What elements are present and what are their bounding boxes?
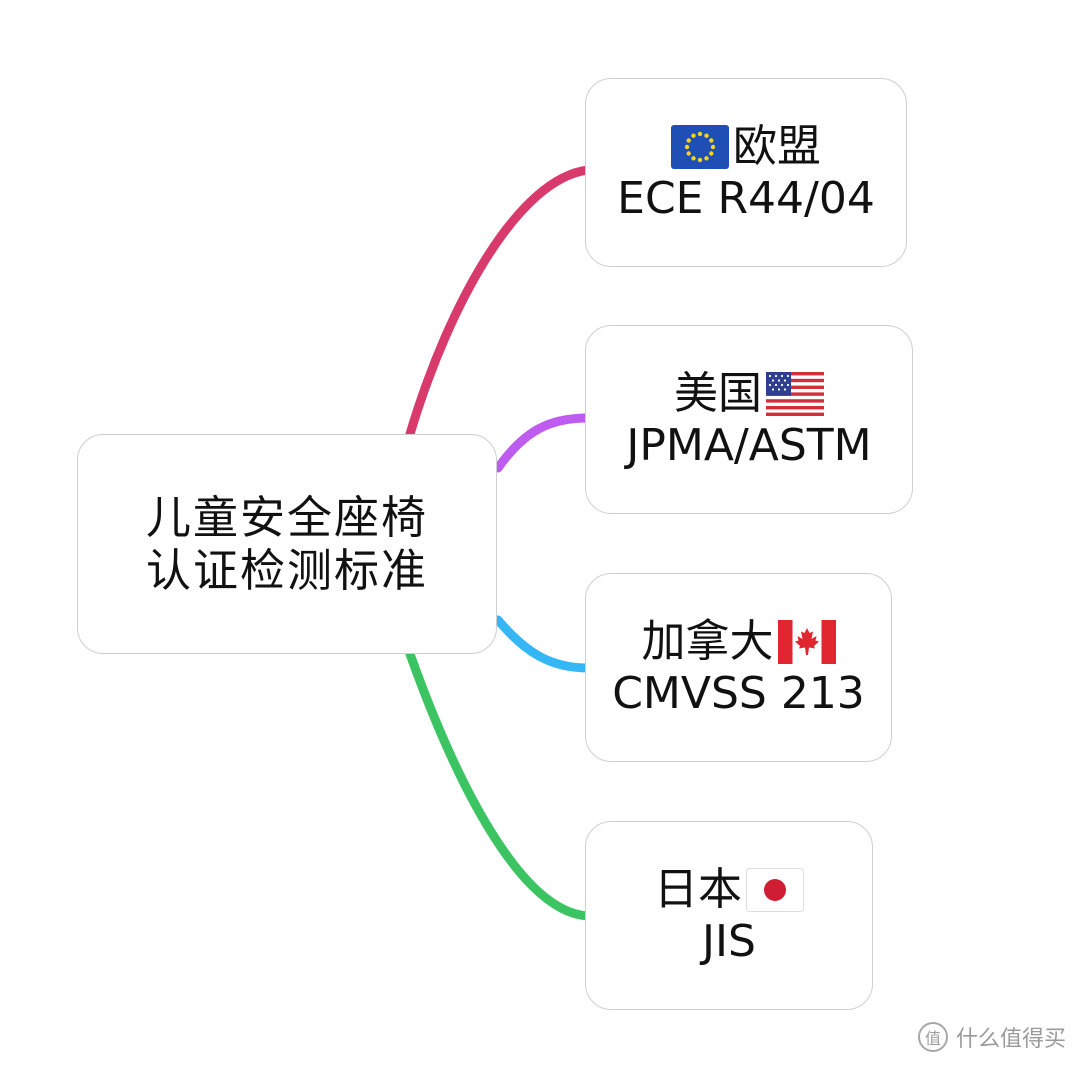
branch-region-row: 美国 [674, 368, 824, 420]
branch-node-japan: 日本 JIS [585, 821, 873, 1010]
watermark: 值 什么值得买 [917, 1021, 1066, 1053]
us-flag-icon [766, 371, 824, 416]
root-title-line-1: 儿童安全座椅 [145, 490, 428, 544]
connector-canada [493, 615, 593, 673]
watermark-logo-icon: 值 [917, 1022, 948, 1052]
connector-eu [405, 165, 593, 439]
canada-flag-icon [777, 619, 836, 664]
watermark-text: 什么值得买 [955, 1027, 1066, 1052]
branch-node-eu: 欧盟 ECE R44/04 [585, 78, 907, 267]
branch-standard-label: JPMA/ASTM [626, 419, 872, 471]
branch-region-row: 加拿大 [642, 616, 836, 668]
branch-standard-label: ECE R44/04 [617, 172, 875, 224]
japan-flag-icon [746, 867, 804, 912]
root-node: 儿童安全座椅 认证检测标准 [77, 434, 497, 654]
branch-region-label: 美国 [674, 367, 762, 419]
branch-region-label: 欧盟 [733, 120, 821, 172]
eu-flag-icon [671, 124, 729, 169]
connector-japan [405, 649, 593, 921]
branch-region-label: 日本 [654, 863, 742, 915]
connector-us [493, 413, 593, 473]
branch-region-row: 日本 [654, 864, 804, 916]
branch-node-us: 美国 [585, 325, 913, 514]
branch-standard-label: CMVSS 213 [612, 667, 865, 719]
branch-node-canada: 加拿大 CMVSS 213 [585, 573, 892, 762]
branch-standard-label: JIS [702, 915, 756, 967]
branch-region-row: 欧盟 [671, 121, 821, 173]
branch-region-label: 加拿大 [641, 615, 774, 667]
root-title-line-2: 认证检测标准 [145, 544, 428, 597]
